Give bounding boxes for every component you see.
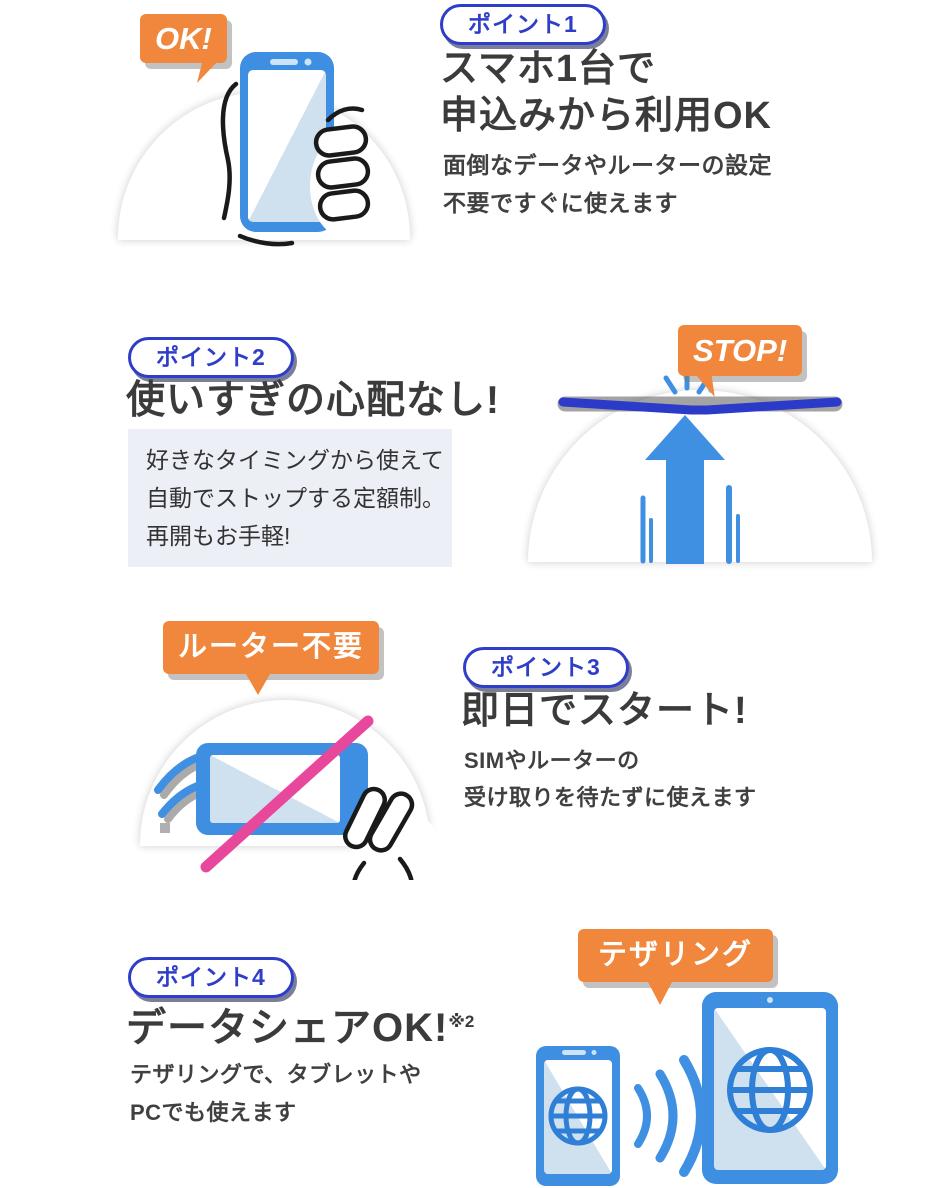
point3-badge: ポイント3 <box>463 647 629 688</box>
point1-badge: ポイント1 <box>440 4 606 45</box>
point2-box-line1: 好きなタイミングから使えて <box>146 447 444 473</box>
point4-subtext-line2: PCでも使えます <box>130 1100 297 1125</box>
point3-subtext: SIMやルーターの 受け取りを待たずに使えます <box>464 742 757 816</box>
pink-cross-line <box>200 715 374 873</box>
point1-subtext-line1: 面倒なデータやルーターの設定 <box>443 152 772 178</box>
finger-knuckles <box>313 124 371 222</box>
tablet-camera-dot <box>767 997 773 1003</box>
no-router-bubble-label: ルーター不要 <box>178 631 365 663</box>
point4-subtext: テザリングで、タブレットや PCでも使えます <box>130 1056 422 1132</box>
arrow-stopped-by-limit-bar-illustration <box>557 369 843 564</box>
point1-heading-line2: 申込みから利用OK <box>440 95 773 137</box>
tether-phone-speaker <box>562 1050 586 1055</box>
up-arrow-head <box>645 415 725 460</box>
wifi-signal-waves <box>634 1055 706 1177</box>
point2-description-box: 好きなタイミングから使えて 自動でストップする定額制。 再開もお手軽! <box>128 429 452 567</box>
globe-icon-phone <box>548 1086 608 1146</box>
point2-box-line2: 自動でストップする定額制。 <box>146 485 445 511</box>
point2-heading: 使いすぎの心配なし! <box>126 379 500 422</box>
phone-tethering-to-tablet-illustration <box>536 992 838 1186</box>
point4-heading-text: データシェアOK! <box>126 1006 449 1050</box>
smartphone-screen <box>248 70 326 222</box>
point3-subtext-line1: SIMやルーターの <box>464 748 640 773</box>
point1-heading-line1: スマホ1台で <box>440 48 656 90</box>
tether-phone-camera-dot <box>591 1050 597 1055</box>
hand-bottom-line <box>237 233 295 247</box>
ok-bubble-label: OK! <box>155 21 212 56</box>
point2-box-line3: 再開もお手軽! <box>146 523 291 549</box>
tethering-bubble-tail <box>648 982 672 1005</box>
smartphone-speaker <box>270 59 298 65</box>
wifi-dot <box>160 823 170 833</box>
no-router-bubble: ルーター不要 <box>163 621 380 674</box>
stop-bubble-label: STOP! <box>693 333 788 368</box>
point1-heading: スマホ1台で 申込みから利用OK <box>440 46 772 140</box>
arrow-speed-lines <box>640 485 740 564</box>
hand-edge-line <box>220 81 239 221</box>
hand-fingers-2 <box>342 786 415 880</box>
up-arrow-shaft <box>666 458 704 564</box>
tethering-bubble-label: テザリング <box>598 939 754 971</box>
no-router-bubble-tail <box>246 674 270 695</box>
finger-top-line <box>325 106 365 123</box>
point1-subtext-line2: 不要ですぐに使えます <box>443 190 678 216</box>
point4-badge: ポイント4 <box>128 957 294 998</box>
limit-bar <box>558 397 842 415</box>
smartphone-camera-dot <box>304 58 312 66</box>
ok-bubble: OK! <box>140 14 227 63</box>
stop-bubble: STOP! <box>678 325 803 376</box>
impact-spark-dot <box>708 387 714 393</box>
hand-holding-smartphone-illustration <box>220 52 373 247</box>
point4-heading-note: ※2 <box>448 1012 475 1031</box>
point3-heading: 即日でスタート! <box>461 690 748 732</box>
point1-subtext: 面倒なデータやルーターの設定 不要ですぐに使えます <box>443 146 772 222</box>
globe-icon-tablet <box>727 1047 813 1133</box>
tethering-bubble: テザリング <box>578 929 774 982</box>
point4-heading: データシェアOK!※2 <box>126 998 474 1052</box>
point4-subtext-line1: テザリングで、タブレットや <box>130 1062 422 1087</box>
crossed-out-router-illustration <box>154 715 440 880</box>
point3-subtext-line2: 受け取りを待たずに使えます <box>464 785 757 810</box>
stop-bubble-tail <box>694 373 715 397</box>
point2-badge: ポイント2 <box>128 337 294 378</box>
